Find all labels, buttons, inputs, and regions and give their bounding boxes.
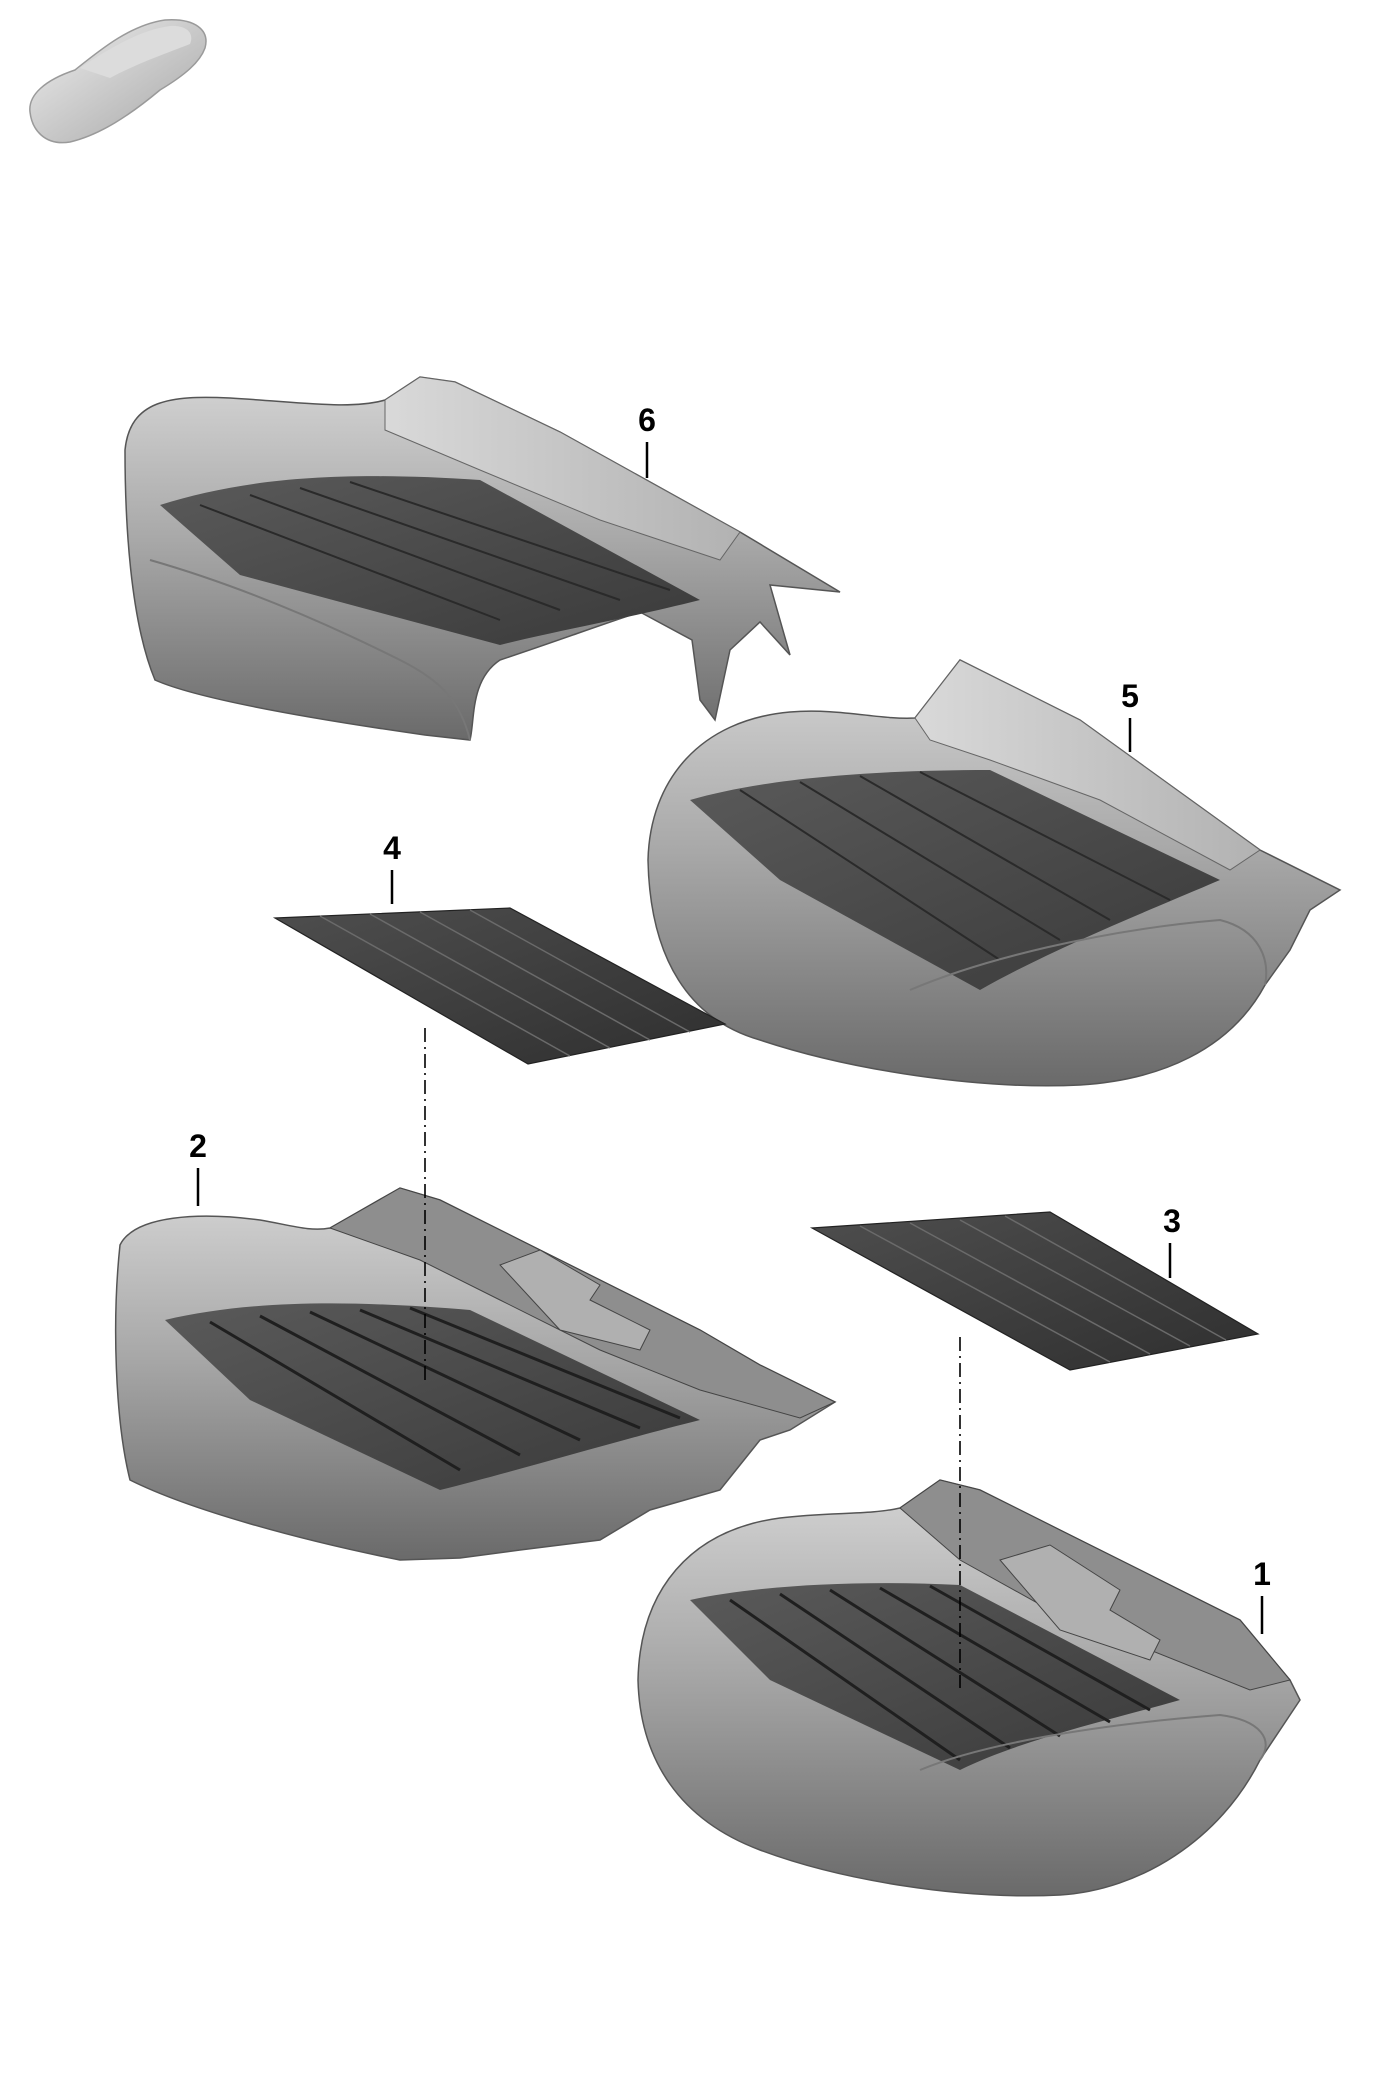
seat-cover-right-icon [647, 659, 1342, 1087]
callout-1: 1 [1253, 1556, 1271, 1592]
callout-5: 5 [1121, 678, 1139, 714]
seat-cover-left-icon [124, 376, 841, 741]
callout-3: 3 [1163, 1203, 1181, 1239]
callout-6: 6 [638, 402, 656, 438]
heating-mat-left-icon [272, 907, 727, 1065]
callout-4: 4 [383, 830, 401, 866]
heating-mat-right-icon [809, 1211, 1260, 1371]
seat-cushion-foam-left-icon [114, 1187, 837, 1561]
seat-cushion-foam-right-icon [637, 1479, 1301, 1897]
callout-2: 2 [189, 1128, 207, 1164]
vehicle-silhouette-icon [29, 19, 207, 144]
